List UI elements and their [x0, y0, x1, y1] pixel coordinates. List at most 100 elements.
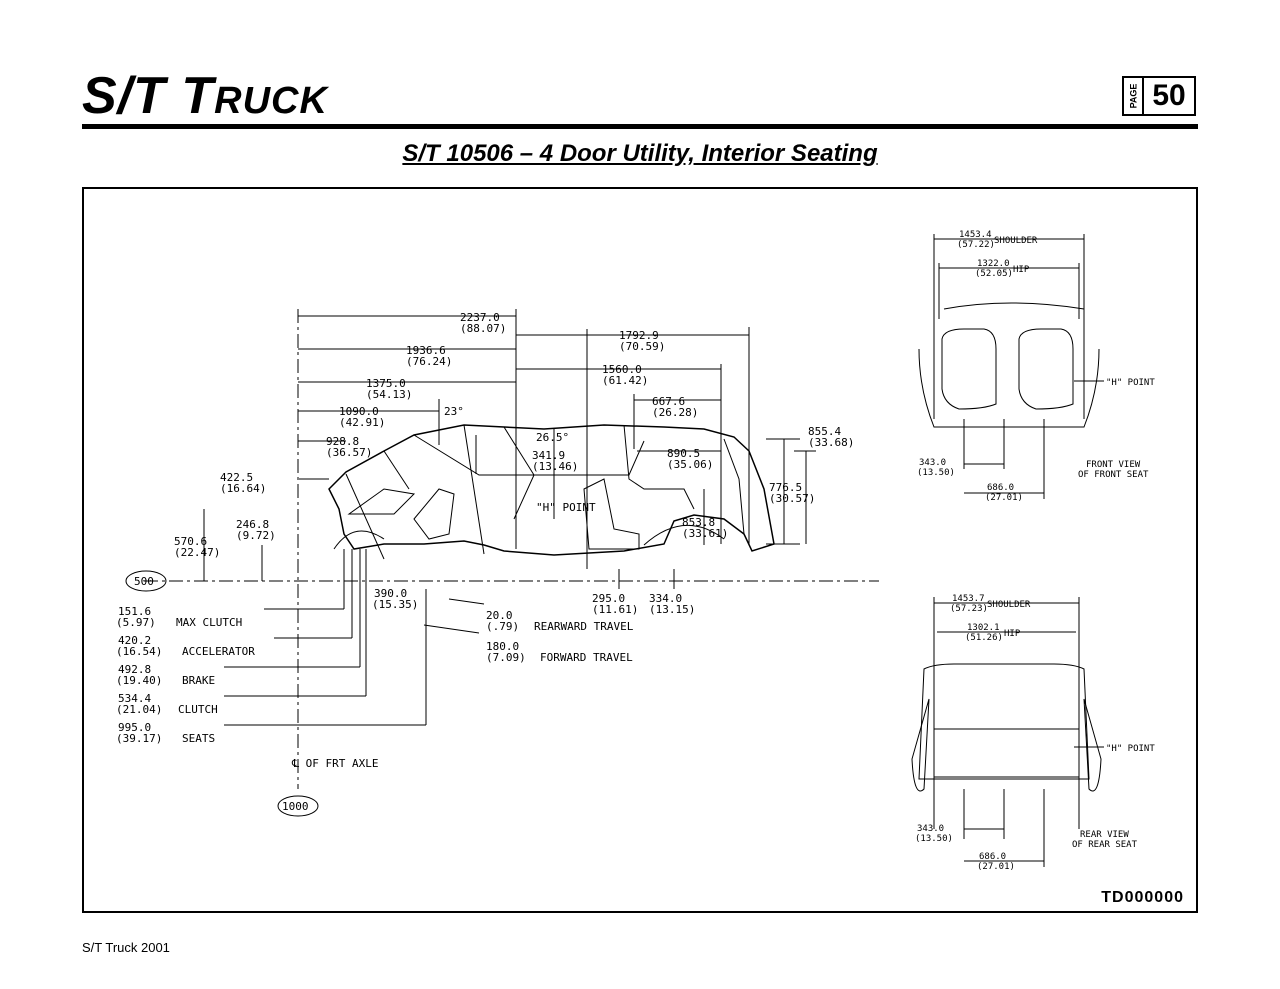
dim-853-in: (33.61) — [682, 527, 728, 540]
technical-drawing: 2237.0 (88.07) 1936.6 (76.24) 1792.9 (70… — [116, 230, 1155, 872]
diagram-subtitle: S/T 10506 – 4 Door Utility, Interior Sea… — [402, 140, 878, 167]
front-d1-mm: 343.0 — [919, 458, 946, 468]
pedal-clutch-mm: 534.4 — [118, 692, 151, 705]
rear-shoulder-label: SHOULDER — [987, 600, 1031, 610]
rear-h-point: "H" POINT — [1106, 744, 1155, 754]
dim-246-in: (9.72) — [236, 529, 276, 542]
dim-570: 570.6 — [174, 535, 207, 548]
dim-390-in: (15.35) — [372, 598, 418, 611]
dim-1792: 1792.9 — [619, 329, 659, 342]
rear-caption-1: REAR VIEW — [1080, 830, 1129, 840]
rear-d2-mm: 686.0 — [979, 852, 1006, 862]
travel-rear-mm: 20.0 — [486, 609, 513, 622]
page-title: S/T TRUCK — [82, 67, 328, 125]
pedal-clutch-in: (21.04) — [116, 703, 162, 716]
dim-422-in: (16.64) — [220, 482, 266, 495]
page-label: PAGE — [1128, 83, 1138, 109]
dim-890-in: (35.06) — [667, 458, 713, 471]
front-shoulder-mm: 1453.4 — [959, 230, 992, 240]
dim-853: 853.8 — [682, 516, 715, 529]
axle-label: ℄ OF FRT AXLE — [291, 757, 379, 770]
angle-26: 26.5° — [536, 431, 569, 444]
front-h-point: "H" POINT — [1106, 378, 1155, 388]
front-view-drawing — [918, 234, 1104, 499]
dim-1792-in: (70.59) — [619, 340, 665, 353]
dim-1936-in: (76.24) — [406, 355, 452, 368]
travel-fwd-in: (7.09) — [486, 651, 526, 664]
dim-928-in: (36.57) — [326, 446, 372, 459]
dim-667-in: (26.28) — [652, 406, 698, 419]
title-rule — [82, 124, 1198, 129]
rear-seat-shape — [583, 478, 640, 550]
dim-1090: 1090.0 — [339, 405, 379, 418]
pedal-max-clutch-label: MAX CLUTCH — [176, 616, 242, 629]
rear-view-drawing — [911, 597, 1104, 867]
dim-2237: 2237.0 — [460, 311, 500, 324]
front-seat-shape — [413, 488, 455, 540]
dim-855: 855.4 — [808, 425, 841, 438]
pedal-brake-mm: 492.8 — [118, 663, 151, 676]
rear-d1-in: (13.50) — [915, 834, 953, 844]
travel-fwd-label: FORWARD TRAVEL — [540, 651, 633, 664]
ground-ref-label: 500 — [134, 575, 154, 588]
dim-1560-in: (61.42) — [602, 374, 648, 387]
dim-246: 246.8 — [236, 518, 269, 531]
front-hip-mm: 1322.0 — [977, 259, 1010, 269]
dim-890: 890.5 — [667, 447, 700, 460]
front-d2-in: (27.01) — [985, 493, 1023, 503]
pedal-max-clutch-in: (5.97) — [116, 616, 156, 629]
dim-928: 928.8 — [326, 435, 359, 448]
front-seat-left — [941, 328, 997, 410]
front-seat-right — [1018, 328, 1074, 410]
front-caption-1: FRONT VIEW — [1086, 460, 1141, 470]
travel-rear-in: (.79) — [486, 620, 519, 633]
travel-fwd-mm: 180.0 — [486, 640, 519, 653]
rear-hip-in: (51.26) — [965, 633, 1003, 643]
front-hip-in: (52.05) — [975, 269, 1013, 279]
rear-d1-mm: 343.0 — [917, 824, 944, 834]
dim-1375-in: (54.13) — [366, 388, 412, 401]
front-d1-in: (13.50) — [917, 468, 955, 478]
front-hip-label: HIP — [1013, 265, 1030, 275]
dim-341: 341.9 — [532, 449, 565, 462]
pedal-brake-label: BRAKE — [182, 674, 215, 687]
axle-ref-label: 1000 — [282, 800, 309, 813]
pedal-max-clutch-mm: 151.6 — [118, 605, 151, 618]
dim-334: 334.0 — [649, 592, 682, 605]
rear-shoulder-in: (57.23) — [950, 604, 988, 614]
dim-1090-in: (42.91) — [339, 416, 385, 429]
pedal-seats-mm: 995.0 — [118, 721, 151, 734]
drawing-code: TD000000 — [1101, 889, 1184, 906]
dim-776-in: (30.57) — [769, 492, 815, 505]
dim-570-in: (22.47) — [174, 546, 220, 559]
page-number-box: PAGE 50 — [1122, 76, 1196, 116]
rear-caption-2: OF REAR SEAT — [1072, 840, 1138, 850]
diagram-frame: 2237.0 (88.07) 1936.6 (76.24) 1792.9 (70… — [82, 187, 1198, 913]
rear-hip-mm: 1302.1 — [967, 623, 1000, 633]
dim-295-in: (11.61) — [592, 603, 638, 616]
dim-1560: 1560.0 — [602, 363, 642, 376]
pedal-accel-mm: 420.2 — [118, 634, 151, 647]
front-d2-mm: 686.0 — [987, 483, 1014, 493]
rear-shoulder-mm: 1453.7 — [952, 594, 985, 604]
dim-390: 390.0 — [374, 587, 407, 600]
pedal-clutch-label: CLUTCH — [178, 703, 218, 716]
ground-ref-oval — [125, 570, 167, 592]
pedal-accel-label: ACCELERATOR — [182, 645, 255, 658]
dim-855-in: (33.68) — [808, 436, 854, 449]
pedal-seats-label: SEATS — [182, 732, 215, 745]
travel-rear-label: REARWARD TRAVEL — [534, 620, 634, 633]
pedal-seats-in: (39.17) — [116, 732, 162, 745]
axle-ref-oval — [277, 795, 319, 817]
rear-d2-in: (27.01) — [977, 862, 1015, 872]
dim-667: 667.6 — [652, 395, 685, 408]
rear-hip-label: HIP — [1004, 629, 1021, 639]
dim-1936: 1936.6 — [406, 344, 446, 357]
pedal-accel-in: (16.54) — [116, 645, 162, 658]
front-shoulder-label: SHOULDER — [994, 236, 1038, 246]
front-caption-2: OF FRONT SEAT — [1078, 470, 1149, 480]
pedal-brake-in: (19.40) — [116, 674, 162, 687]
footer-text: S/T Truck 2001 — [82, 940, 170, 955]
dim-295: 295.0 — [592, 592, 625, 605]
dim-2237-in: (88.07) — [460, 322, 506, 335]
